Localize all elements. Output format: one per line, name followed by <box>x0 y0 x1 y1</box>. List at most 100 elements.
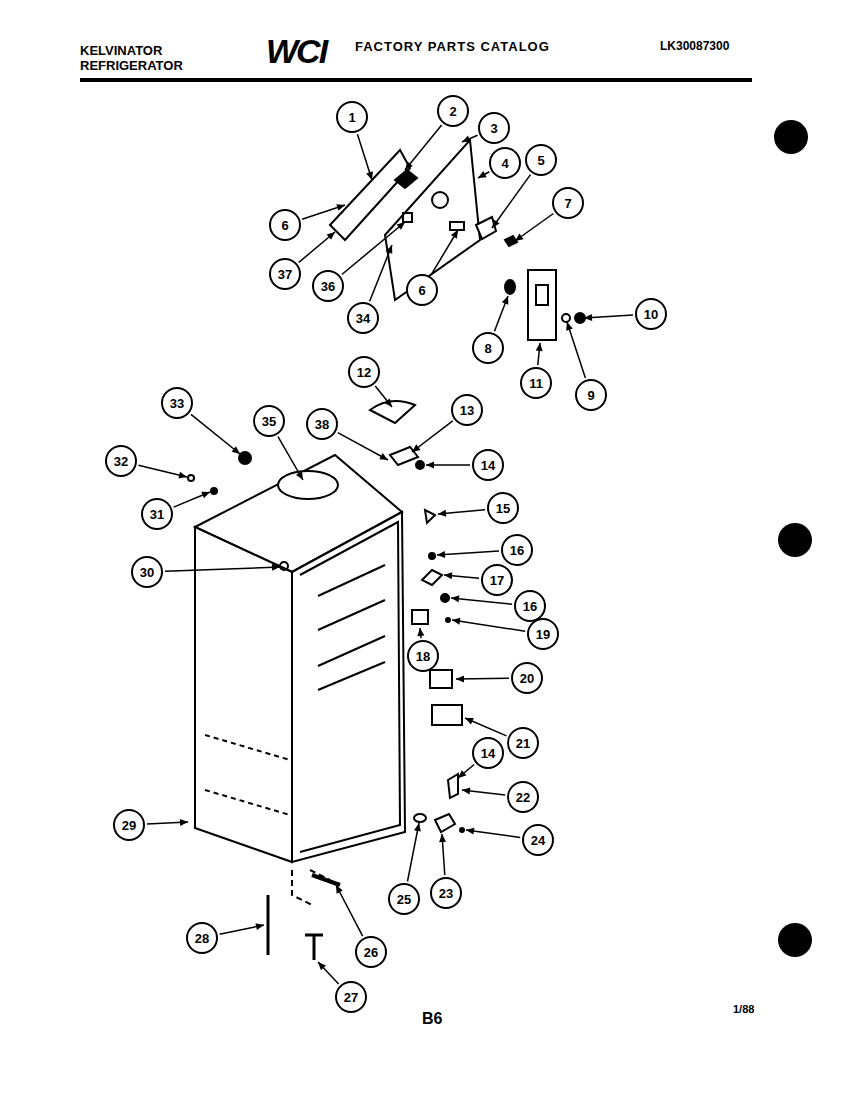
callout-circle: 13 <box>451 394 483 426</box>
leader-line <box>278 437 303 480</box>
callout-number: 34 <box>356 311 370 326</box>
callout-number: 26 <box>364 945 378 960</box>
callout-circle: 14 <box>472 737 504 769</box>
leader-arrowhead <box>412 444 420 452</box>
leader-arrowhead <box>465 718 474 724</box>
callout-number: 9 <box>587 388 594 403</box>
callout-number: 5 <box>537 153 544 168</box>
callout-number: 14 <box>481 746 495 761</box>
leader-arrowhead <box>437 551 445 558</box>
leader-line <box>318 962 339 984</box>
leader-arrowhead <box>232 446 240 454</box>
callout-number: 3 <box>490 121 497 136</box>
callout-circle: 11 <box>520 367 552 399</box>
callout-number: 22 <box>516 790 530 805</box>
callout-number: 1 <box>348 110 355 125</box>
callout-number: 15 <box>496 501 510 516</box>
leader-arrowhead <box>439 834 446 842</box>
logo: WCI <box>266 34 326 68</box>
cabinet <box>188 401 464 960</box>
leader-arrowhead <box>272 564 280 571</box>
callout-number: 21 <box>516 736 530 751</box>
callout-circle: 15 <box>487 492 519 524</box>
leader-line <box>412 421 453 452</box>
callout-number: 30 <box>140 565 154 580</box>
callout-number: 33 <box>170 396 184 411</box>
callout-number: 14 <box>481 458 495 473</box>
leader-line <box>431 230 458 275</box>
callout-circle: 35 <box>253 405 285 437</box>
callout-circle: 38 <box>306 408 338 440</box>
leader-arrowhead <box>462 136 471 142</box>
callout-circle: 25 <box>388 883 420 915</box>
leader-arrowhead <box>451 595 459 602</box>
leader-arrowhead <box>536 343 543 351</box>
leader-line <box>165 567 280 571</box>
leader-arrowhead <box>444 572 452 579</box>
leader-arrowhead <box>180 819 188 826</box>
punch-hole <box>774 120 808 154</box>
callout-circle: 28 <box>186 922 218 954</box>
callout-circle: 16 <box>501 534 533 566</box>
leader-line <box>567 322 585 378</box>
leader-arrowhead <box>451 230 458 239</box>
leader-line <box>342 222 405 274</box>
callout-number: 6 <box>418 283 425 298</box>
callout-circle: 23 <box>430 877 462 909</box>
leader-arrowhead <box>478 171 487 178</box>
leader-line <box>494 296 508 331</box>
callout-number: 7 <box>564 196 571 211</box>
callout-circle: 32 <box>105 445 137 477</box>
callout-circle: 5 <box>525 144 557 176</box>
leader-line <box>492 175 530 228</box>
page-number: B6 <box>422 1011 442 1027</box>
leader-arrowhead <box>466 828 474 835</box>
callout-number: 37 <box>278 267 292 282</box>
callout-number: 24 <box>531 833 545 848</box>
date-code: 1/88 <box>733 1004 754 1015</box>
leader-line <box>478 172 489 178</box>
leader-arrowhead <box>384 399 392 407</box>
callout-circle: 27 <box>335 981 367 1013</box>
callout-number: 38 <box>315 417 329 432</box>
leader-line <box>451 598 512 604</box>
punch-hole <box>778 523 812 557</box>
leader-arrowhead <box>397 222 405 230</box>
callout-circle: 2 <box>437 95 469 127</box>
light-housing <box>505 270 585 340</box>
callout-number: 19 <box>536 627 550 642</box>
leader-arrowhead <box>492 219 500 228</box>
catalog-title: FACTORY PARTS CATALOG <box>355 40 550 53</box>
leader-arrowhead <box>379 453 388 460</box>
callout-number: 6 <box>281 218 288 233</box>
callout-number: 12 <box>357 365 371 380</box>
callout-circle: 12 <box>348 356 380 388</box>
leader-line <box>407 823 419 881</box>
leader-arrowhead <box>255 923 264 930</box>
callout-circle: 31 <box>141 498 173 530</box>
callout-number: 31 <box>150 507 164 522</box>
callout-number: 8 <box>484 341 491 356</box>
leader-line <box>338 433 388 460</box>
callout-circle: 6 <box>269 209 301 241</box>
callout-number: 23 <box>439 886 453 901</box>
callout-number: 35 <box>262 414 276 429</box>
leader-line <box>191 414 240 454</box>
callout-circle: 24 <box>522 824 554 856</box>
callout-circle: 1 <box>336 101 368 133</box>
leader-line <box>458 765 474 778</box>
leader-arrowhead <box>515 233 524 241</box>
callout-circle: 26 <box>355 936 387 968</box>
callout-circle: 6 <box>406 274 438 306</box>
callout-circle: 33 <box>161 387 193 419</box>
header-rule <box>80 78 752 82</box>
callout-circle: 34 <box>347 302 379 334</box>
callout-circle: 30 <box>131 556 163 588</box>
callout-circle: 7 <box>552 187 584 219</box>
leader-line <box>462 135 478 142</box>
callout-number: 29 <box>122 818 136 833</box>
callout-circle: 17 <box>481 564 513 596</box>
leader-line <box>299 232 335 262</box>
